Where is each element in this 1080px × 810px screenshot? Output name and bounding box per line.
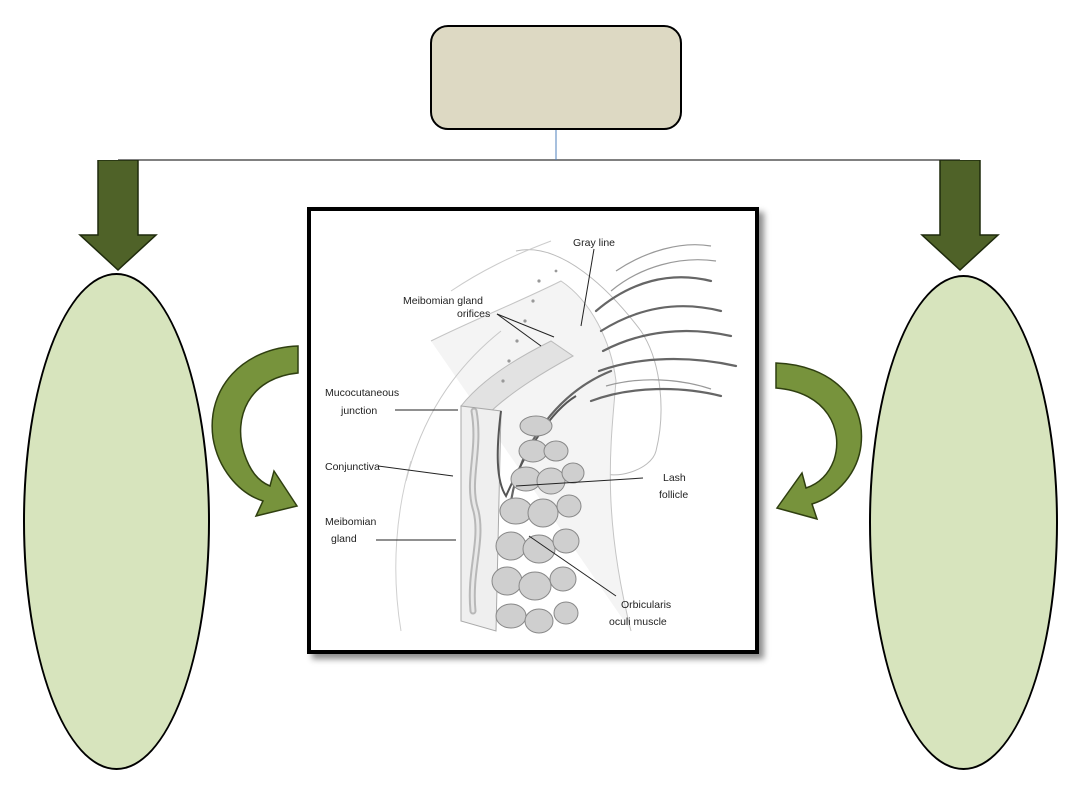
label-mucocutaneous-line2: junction xyxy=(340,405,377,417)
top-box xyxy=(430,25,682,130)
right-curved-arrow-icon xyxy=(775,362,863,521)
label-orbicularis-line2: oculi muscle xyxy=(609,616,667,628)
right-down-arrow-icon xyxy=(920,160,1000,272)
left-oval xyxy=(23,273,210,770)
label-meibomian-gland-line2: gland xyxy=(331,533,357,545)
label-mucocutaneous-line1: Mucocutaneous xyxy=(325,387,399,399)
eyelid-illustration: Gray line Meibomian gland orifices Mucoc… xyxy=(325,237,738,634)
eyelid-anatomy-figure: Gray line Meibomian gland orifices Mucoc… xyxy=(307,207,759,654)
label-meibomian-orifices-line1: Meibomian gland xyxy=(403,295,483,307)
label-lash-line1: Lash xyxy=(663,472,686,484)
label-orbicularis-line1: Orbicularis xyxy=(621,599,671,611)
left-curved-arrow-icon xyxy=(211,345,299,518)
right-oval xyxy=(869,275,1058,770)
label-gray-line: Gray line xyxy=(573,237,615,249)
label-meibomian-orifices-line2: orifices xyxy=(457,308,490,320)
label-meibomian-gland-line1: Meibomian xyxy=(325,516,377,528)
left-down-arrow-icon xyxy=(78,160,158,272)
label-conjunctiva: Conjunctiva xyxy=(325,461,380,473)
label-lash-line2: follicle xyxy=(659,489,688,501)
